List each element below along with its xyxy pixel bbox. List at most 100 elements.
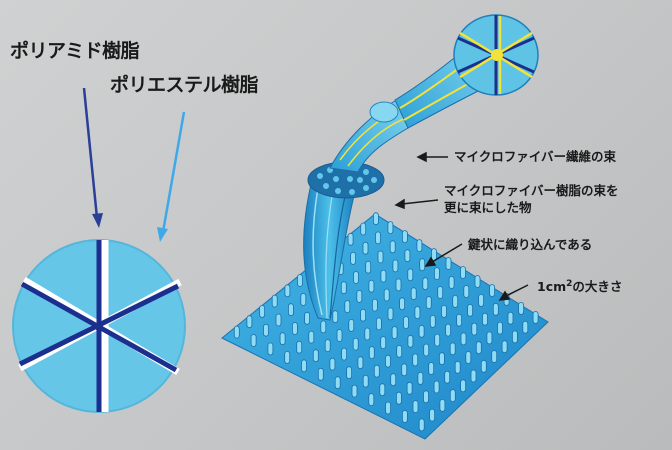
fiber-loop	[429, 408, 436, 422]
size-sup: 2	[566, 279, 573, 289]
fiber-loop	[471, 322, 478, 336]
fiber-loop	[373, 364, 380, 378]
fiber-loop	[467, 303, 474, 317]
fiber-loop	[445, 323, 452, 337]
fiber-loop	[470, 369, 477, 383]
fiber-loop	[308, 330, 315, 344]
fiber-loop	[522, 320, 529, 334]
fiber-loop	[445, 257, 452, 270]
polyester-label: ポリエステル樹脂	[110, 74, 259, 96]
fiber-loop	[441, 304, 447, 318]
bundle-of-bundle-line2: 更に束にした物	[444, 200, 532, 215]
fiber-loop	[352, 337, 359, 351]
polyamide-arrow	[82, 87, 103, 228]
fiber-loop	[460, 332, 467, 346]
fiber-loop	[419, 258, 426, 272]
fiber-loop	[492, 302, 499, 316]
fiber-loop	[379, 383, 386, 397]
fiber-loop	[377, 250, 384, 264]
polyamide-label: ポリアミド樹脂	[10, 40, 140, 62]
fiber-loop	[433, 267, 440, 281]
fiber-loop	[465, 351, 472, 364]
fiber-loop	[344, 300, 351, 314]
fiber-loop	[287, 303, 294, 317]
fiber-loop	[449, 342, 456, 356]
fiber-loop	[312, 349, 319, 363]
polyester-arrow	[157, 111, 186, 242]
fiber-loop	[422, 277, 429, 291]
fiber-loop	[486, 331, 493, 345]
fiber-loop	[392, 259, 399, 273]
fiber-loop	[478, 293, 485, 307]
fiber-loop	[375, 231, 381, 245]
fiber-end-cross-section	[453, 14, 539, 96]
fiber-loop	[390, 373, 397, 387]
fiber-loop	[423, 390, 429, 404]
fiber-loop	[437, 286, 444, 299]
fiber-loop	[297, 274, 303, 287]
fiber-loop	[362, 374, 369, 388]
fiber-loop	[401, 410, 408, 423]
fiber-loop	[412, 353, 419, 367]
fiber-loop	[371, 298, 378, 312]
fiber-loop	[507, 311, 514, 325]
fiber-loop	[284, 350, 291, 364]
fiber-loop	[429, 314, 436, 328]
fiber-loop	[375, 317, 382, 331]
fiber-loop	[347, 232, 354, 246]
fiber-loop	[389, 240, 396, 254]
fiber-loop	[368, 279, 375, 293]
fiber-loop	[395, 391, 402, 405]
fiber-loop	[356, 289, 363, 303]
fiber-loop	[296, 340, 303, 354]
bundle-of-bundle-line1: マイクロファイバー樹脂の束を	[444, 183, 619, 198]
fiber-loop	[428, 362, 435, 375]
fiber-loop	[425, 296, 432, 310]
bundle-of-bundle-pointer	[394, 198, 439, 210]
fiber-loop	[497, 321, 503, 335]
fiber-loop	[259, 304, 266, 318]
fiber-loop	[454, 360, 461, 374]
fiber-loop	[391, 326, 398, 340]
bundle-of-bundles	[303, 161, 385, 321]
fiber-loop	[267, 342, 274, 356]
fiber-loop	[456, 313, 463, 327]
woven-base	[221, 212, 549, 440]
fiber-bundle-label: マイクロファイバー繊維の束	[454, 149, 617, 164]
fiber-loop	[418, 418, 425, 432]
woven-label: 鍵状に織り込んである	[468, 237, 593, 252]
fiber-loop	[491, 350, 498, 363]
fiber-loop	[512, 330, 518, 344]
fiber-loop	[250, 334, 257, 347]
fiber-loop	[360, 222, 367, 236]
fiber-loop	[320, 320, 327, 334]
fiber-loop	[433, 380, 440, 394]
fiber-loop	[474, 275, 481, 288]
fiber-loop	[334, 376, 341, 390]
fiber-loop	[387, 307, 394, 321]
fiber-loop	[291, 322, 298, 335]
fiber-loop	[448, 276, 455, 289]
fiber-loop	[387, 221, 394, 235]
fiber-loop	[336, 329, 343, 342]
fiber-loop	[434, 333, 441, 347]
fiber-loop	[279, 332, 286, 346]
fiber-loop	[452, 294, 459, 308]
fiber-loop	[401, 230, 408, 244]
fiber-loop	[317, 367, 324, 381]
fiber-loop	[368, 393, 375, 407]
fiber-loop	[416, 239, 423, 253]
fiber-loop	[444, 370, 451, 384]
fiber-loop	[368, 346, 375, 360]
size-prefix: 1cm	[537, 279, 567, 295]
fiber-loop	[353, 271, 359, 284]
fiber-loop	[360, 308, 367, 322]
fiber-loop	[380, 336, 387, 350]
pillar-grid	[233, 212, 539, 432]
bundle-of-bundle-label: マイクロファイバー樹脂の束を 更に束にした物	[444, 182, 619, 216]
fiber-loop	[418, 324, 425, 338]
fiber-loop	[263, 323, 269, 337]
fiber-loop	[284, 284, 291, 298]
fiber-loop	[482, 312, 488, 326]
